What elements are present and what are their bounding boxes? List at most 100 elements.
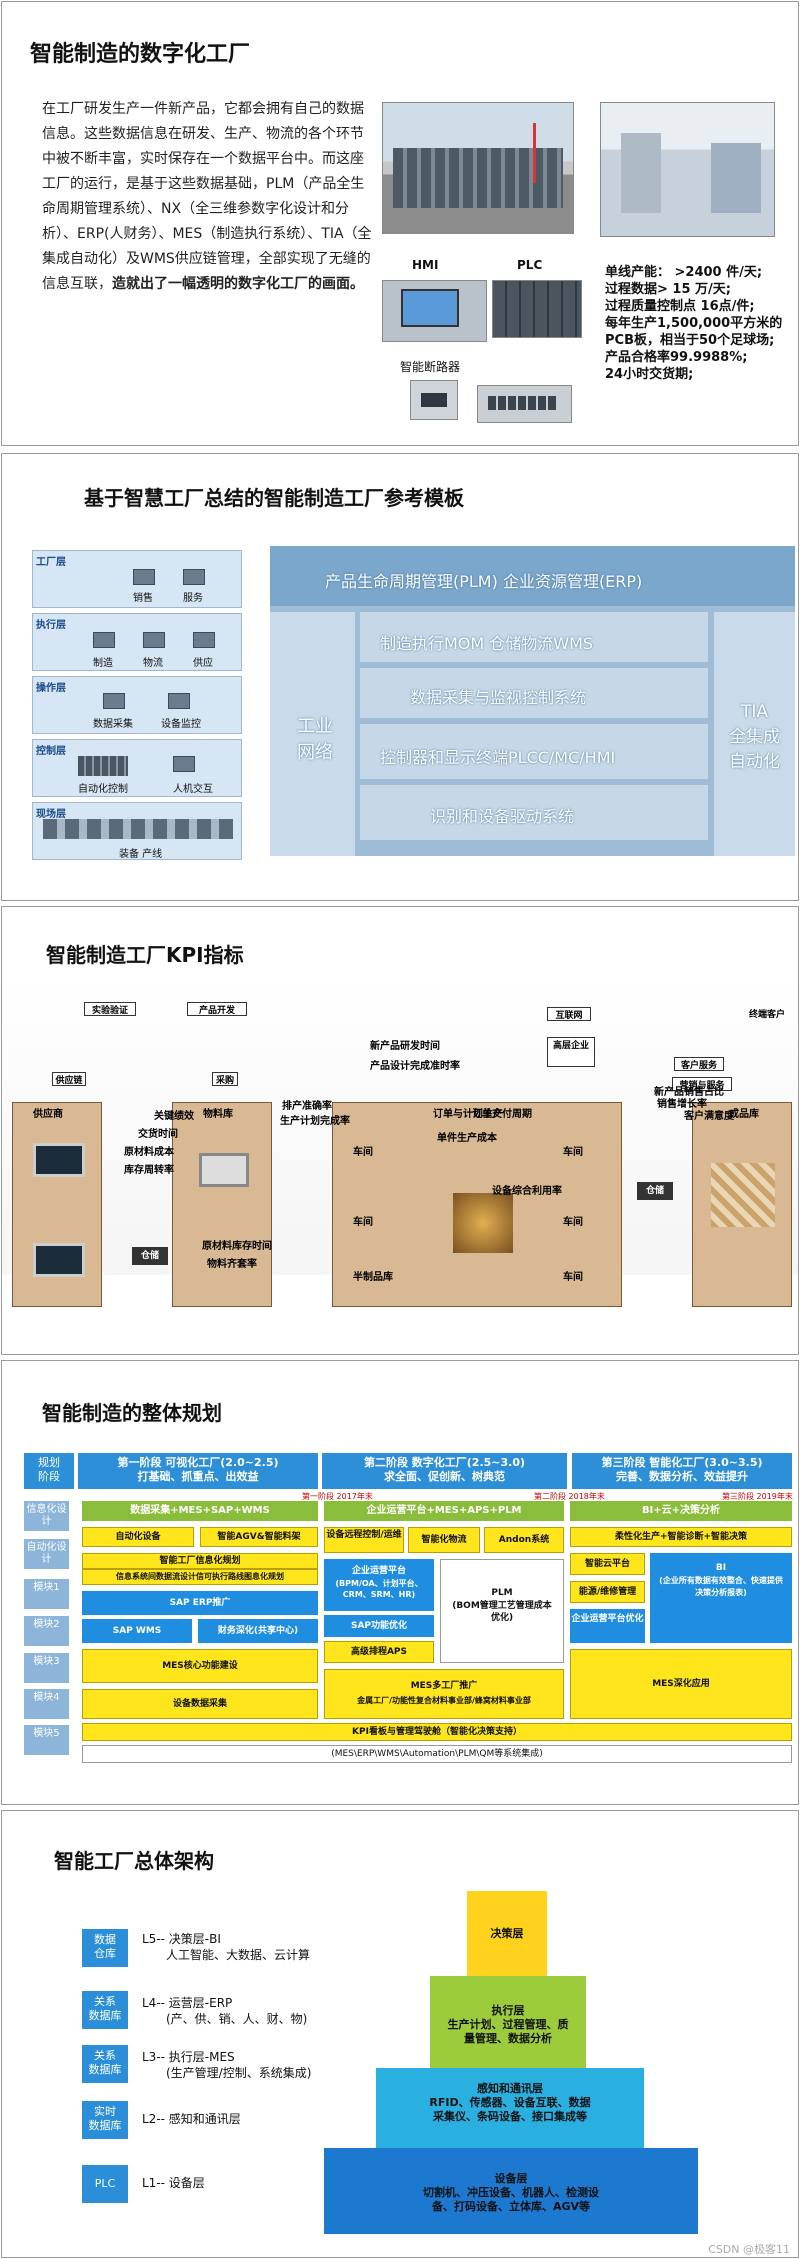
kpi-box: 终端客户 <box>748 1010 785 1020</box>
supplier-panel: 供应商 <box>12 1102 102 1307</box>
material-panel: 物料库 <box>172 1102 272 1307</box>
kpi-text: 库存周转率 <box>124 1165 174 1176</box>
warehouse-box: 仓储 <box>132 1247 168 1265</box>
hmi-label: HMI <box>412 258 439 272</box>
kpi-dashboard-bar: KPI看板与管理驾驶舱（智能化决策支持） <box>82 1723 792 1741</box>
layer-tag: 工厂层 <box>36 557 66 568</box>
plc-icon <box>78 756 128 776</box>
p3-item: 智能云平台 <box>570 1553 645 1575</box>
network-label: 工业 网络 <box>297 716 333 763</box>
kpi-text: 关键绩效 <box>154 1111 194 1122</box>
p3-item: BI <box>715 1563 727 1573</box>
computer-icon <box>168 693 190 709</box>
mom-text: 制造执行MOM 仓储物流WMS <box>380 634 594 653</box>
layer-item: 设备监控 <box>161 719 201 730</box>
io-text: 识别和设备驱动系统 <box>430 807 575 826</box>
hmi-text: 控制器和显示终端PLCC/MC/HMI <box>380 748 616 767</box>
level-text: L4-- 运营层-ERP (产、供、销、人、财、物) <box>142 1995 307 2027</box>
p1-item: 信息系统间数据流设计信可执行路线图息化规划 <box>82 1569 318 1585</box>
side-label: 模块3 <box>24 1653 69 1683</box>
pyramid-title: 决策层 <box>490 1927 524 1940</box>
level-text: L5-- 决策层-BI 人工智能、大数据、云计算 <box>142 1931 310 1963</box>
monitor-icon <box>33 1143 85 1177</box>
monitor-icon <box>33 1243 85 1277</box>
side-label: 模块5 <box>24 1725 69 1755</box>
layer-tag: 控制层 <box>36 746 66 757</box>
kpi-text: 生产计划完成率 <box>280 1116 350 1127</box>
supplier-label: 供应商 <box>33 1109 63 1120</box>
layer-factory: 工厂层 销售 服务 <box>32 550 242 608</box>
p3-item: 柔性化生产+智能诊断+智能决策 <box>570 1527 792 1547</box>
material-label: 物料库 <box>203 1109 233 1120</box>
slide-architecture: 智能工厂总体架构 数据 仓库 L5-- 决策层-BI 人工智能、大数据、云计算 … <box>1 1810 799 2258</box>
factory-interior-photo <box>600 102 775 237</box>
stat-line: 每年生产1,500,000平方米的PCB板，相当于50个足球场; <box>605 316 783 348</box>
p2-item: Andon系统 <box>484 1527 564 1553</box>
p2-item: PLM <box>491 1588 513 1598</box>
p3-item-sub: (企业所有数据有效整合、快速提供决策分析报表) <box>659 1576 783 1597</box>
slide-reference-template: 基于智慧工厂总结的智能制造工厂参考模板 工厂层 销售 服务 执行层 制造 物流 … <box>1 453 799 901</box>
kpi-text: 客户满意度 <box>684 1111 734 1122</box>
layer-execution: 执行层 制造 物流 供应 <box>32 613 242 671</box>
kpi-text: 订单交付周期 <box>472 1109 532 1120</box>
layer-control: 控制层 自动化控制 人机交互 <box>32 739 242 797</box>
phase-2-year: 第二阶段 2018年末 <box>534 1492 605 1501</box>
p2-item-sub: (BOM管理工艺管理成本优化) <box>452 1601 552 1623</box>
layer-item: 数据采集 <box>93 719 133 730</box>
kpi-text: 销售增长率 <box>657 1099 707 1110</box>
layer-item: 自动化控制 <box>78 784 128 795</box>
p1-item: 智能AGV&智能料架 <box>200 1527 318 1547</box>
phase-2-sub: 求全面、促创新、树典范 <box>384 1470 505 1483</box>
workshop-label: 车间 <box>563 1272 583 1283</box>
level-text: L2-- 感知和通讯层 <box>142 2111 241 2127</box>
p2-header: 企业运营平台+MES+APS+PLM <box>324 1501 564 1521</box>
p1-item: SAP ERP推广 <box>82 1591 318 1615</box>
order-label: 订单与计划生产 <box>433 1109 503 1120</box>
phase-3-sub: 完善、数据分析、效益提升 <box>616 1470 748 1483</box>
kpi-text: 单件生产成本 <box>437 1133 497 1144</box>
computer-icon <box>193 632 215 648</box>
stat-line: 单线产能： >2400 件/天; <box>605 265 763 280</box>
plan-corner: 规划 阶段 <box>24 1453 74 1489</box>
layer-item: 服务 <box>183 593 203 604</box>
level-badge: 关系 数据库 <box>82 2045 128 2083</box>
computer-icon <box>103 693 125 709</box>
layer-tag: 执行层 <box>36 620 66 631</box>
integration-footer: (MES\ERP\WMS\Automation\PLM\QM等系统集成) <box>82 1745 792 1763</box>
p1-header: 数据采集+MES+SAP+WMS <box>82 1501 318 1521</box>
slide-kpi: 智能制造工厂KPI指标 实验验证 产品开发 互联网 供应链 采购 客户服务 高层… <box>1 906 799 1355</box>
p1-item: 智能工厂信息化规划 <box>82 1553 318 1569</box>
slide1-para-bold: 造就出了一幅透明的数字化工厂的画面。 <box>112 276 364 292</box>
layer-item: 制造 <box>93 658 113 669</box>
phase-3-year: 第三阶段 2019年末 <box>722 1492 793 1501</box>
p1-item: MES核心功能建设 <box>82 1649 318 1683</box>
slide-digital-factory: 智能制造的数字化工厂 在工厂研发生产一件新产品，它都会拥有自己的数据信息。这些数… <box>1 1 799 446</box>
production-stats: 单线产能： >2400 件/天; 过程数据> 15 万/天; 过程质量控制点 1… <box>605 264 795 383</box>
kpi-box: 客户服务 <box>674 1057 724 1071</box>
computer-icon <box>133 569 155 585</box>
p2-box: 企业运营平台 (BPM/OA、计划平台、CRM、SRM、HR) <box>324 1559 434 1611</box>
warehouse-box: 仓储 <box>637 1182 673 1200</box>
pyramid-text: 生产计划、过程管理、质量管理、数据分析 <box>447 2018 569 2045</box>
breaker-image-1 <box>410 380 458 420</box>
plm-erp-text: 产品生命周期管理(PLM) 企业资源管理(ERP) <box>325 572 643 591</box>
p2-item: MES多工厂推广 <box>410 1681 478 1691</box>
level-badge: 实时 数据库 <box>82 2101 128 2139</box>
order-production-panel: 订单与计划生产 车间 车间 车间 车间 车间 半制品库 <box>332 1102 622 1307</box>
kpi-text: 设备综合利用率 <box>492 1186 562 1197</box>
level-name: L4-- 运营层-ERP <box>142 1996 233 2010</box>
p2-item-sub: 金属工厂/功能性复合材料事业部/蜂窝材料事业部 <box>357 1696 531 1705</box>
tia-label: TIA 全集成 自动化 <box>729 702 780 772</box>
side-label: 模块2 <box>24 1616 69 1646</box>
phase-1: 第一阶段 可视化工厂(2.0~2.5) 打基础、抓重点、出效益 <box>78 1453 318 1489</box>
p1-item: SAP WMS <box>82 1619 192 1643</box>
hmi-icon <box>173 756 195 772</box>
p2-item: 智能化物流 <box>408 1527 480 1553</box>
layer-item: 装备 产线 <box>119 849 163 860</box>
kpi-text: 排产准确率 <box>282 1101 332 1112</box>
layer-tag: 现场层 <box>36 809 66 820</box>
scada-row: 数据采集与监视控制系统 <box>360 668 708 718</box>
phase-1-year: 第一阶段 2017年末 <box>302 1492 373 1501</box>
phase-2-name: 第二阶段 数字化工厂(2.5~3.0) <box>363 1456 526 1469</box>
stat-line: 产品合格率99.9988%; <box>605 350 748 365</box>
